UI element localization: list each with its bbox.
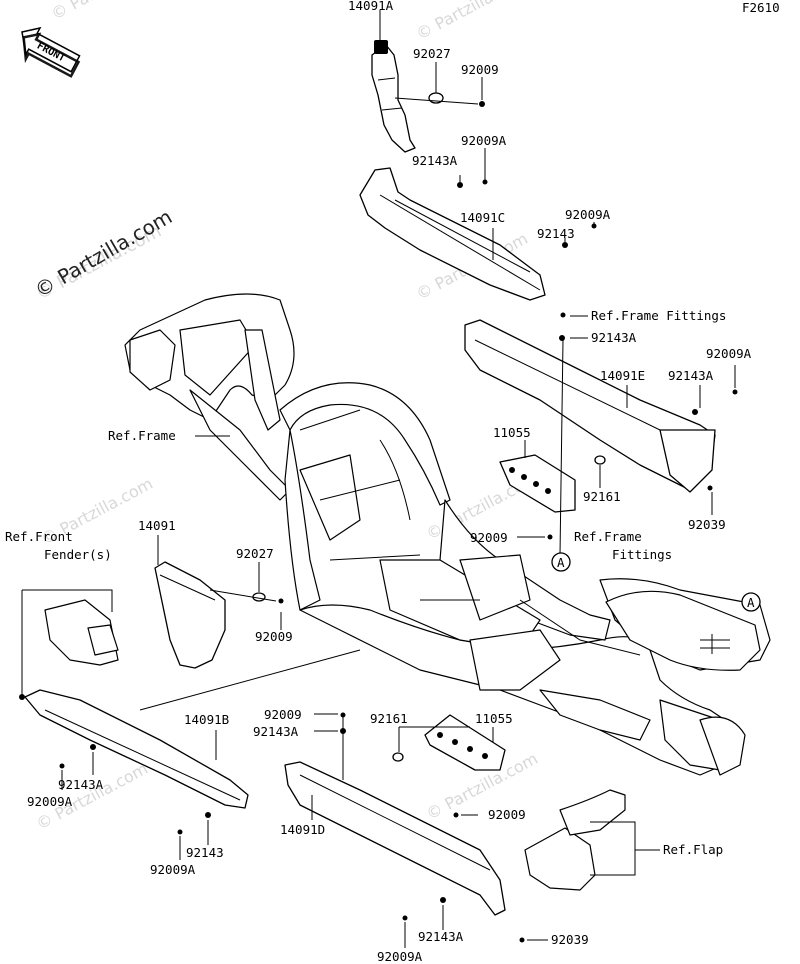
label-92143A-3: 92143A bbox=[668, 368, 714, 383]
ref-front-fender bbox=[21, 589, 119, 695]
bolt-ref-frame bbox=[560, 312, 566, 318]
label-92027-top: 92027 bbox=[413, 46, 451, 61]
label-ref-frame-fittings-1: Ref.Frame Fittings bbox=[591, 308, 726, 323]
label-92009A-4: 92009A bbox=[27, 794, 73, 809]
bolt-92009A-b bbox=[59, 763, 65, 769]
watermark: © Partzilla.com bbox=[413, 0, 531, 44]
part-14091B-cover bbox=[24, 689, 249, 809]
bolt-92009-11055 bbox=[547, 534, 553, 540]
bolt-92039-d bbox=[519, 937, 525, 943]
label-92161-1: 92161 bbox=[583, 489, 621, 504]
label-92027-mid: 92027 bbox=[236, 546, 274, 561]
nut-92143A-e2 bbox=[692, 409, 698, 415]
marker-a-circle bbox=[551, 552, 571, 572]
nut-92143A-c bbox=[457, 182, 463, 188]
frame-outline bbox=[124, 293, 771, 776]
bolt-92039-e bbox=[707, 485, 713, 491]
ref-flap bbox=[524, 789, 660, 891]
label-14091D: 14091D bbox=[280, 822, 325, 837]
label-92009-5: 92009 bbox=[488, 807, 526, 822]
label-92143A-4: 92143A bbox=[253, 724, 299, 739]
part-14091E-cover bbox=[464, 319, 716, 493]
bolt-92009A-b2 bbox=[177, 829, 183, 835]
label-ref-flap: Ref.Flap bbox=[663, 842, 723, 857]
leader-lines bbox=[61, 10, 736, 948]
part-11055-bracket-upper bbox=[499, 454, 576, 513]
label-92143A-5: 92143A bbox=[58, 777, 104, 792]
label-92009A-1: 92009A bbox=[461, 133, 507, 148]
marker-a-text: A bbox=[557, 555, 565, 570]
label-92143A-1: 92143A bbox=[412, 153, 458, 168]
nut-92143A-b bbox=[90, 744, 96, 750]
label-14091: 14091 bbox=[138, 518, 176, 533]
label-92009A-5: 92009A bbox=[150, 862, 196, 877]
bolt-92009A-c bbox=[482, 179, 488, 185]
label-ref-front-fender-b: Fender(s) bbox=[44, 547, 112, 562]
nut-92143-c bbox=[562, 242, 568, 248]
label-92009A-6: 92009A bbox=[377, 949, 423, 964]
label-ref-frame: Ref.Frame bbox=[108, 428, 176, 443]
label-14091E: 14091E bbox=[600, 368, 645, 383]
marker-a-circle-2 bbox=[741, 592, 761, 612]
grommet-92161-b bbox=[392, 752, 404, 762]
label-92143A-2: 92143A bbox=[591, 330, 637, 345]
label-14091B: 14091B bbox=[184, 712, 229, 727]
part-14091C-cover bbox=[359, 167, 546, 301]
label-92039-1: 92039 bbox=[688, 517, 726, 532]
part-11055-bracket-lower bbox=[424, 714, 506, 771]
label-11055-1: 11055 bbox=[493, 425, 531, 440]
label-ref-front-fender-a: Ref.Front bbox=[5, 529, 73, 544]
nut-92143A-d2 bbox=[440, 897, 446, 903]
ref-frame-fittings-detail bbox=[605, 590, 761, 671]
part-14091A-cover bbox=[371, 40, 416, 153]
bolt-92009A-d bbox=[402, 915, 408, 921]
label-92039-2: 92039 bbox=[551, 932, 589, 947]
bolt-92009A-e bbox=[732, 389, 738, 395]
label-92143-1: 92143 bbox=[537, 226, 575, 241]
label-92143-2: 92143 bbox=[186, 845, 224, 860]
copyright-watermark: © Partzilla.com bbox=[31, 204, 177, 302]
bolt-92009-mid bbox=[278, 598, 284, 604]
watermark: © Partzilla.com bbox=[48, 0, 166, 24]
grommet-92161-a bbox=[594, 455, 606, 465]
nut-92143A-e bbox=[559, 335, 565, 341]
part-labels: 14091A 92027 92009 92009A 92143A 14091C … bbox=[5, 0, 752, 964]
front-arrow-icon: FRONT bbox=[21, 26, 81, 78]
label-92143A-6: 92143A bbox=[418, 929, 464, 944]
label-92009A-3: 92009A bbox=[706, 346, 752, 361]
figure-code: F2610 bbox=[742, 0, 780, 15]
label-92009-4: 92009 bbox=[264, 707, 302, 722]
bolt-92009-top bbox=[479, 101, 485, 107]
part-14091-cover bbox=[154, 561, 226, 669]
label-92009-mid: 92009 bbox=[255, 629, 293, 644]
label-11055-2: 11055 bbox=[475, 711, 513, 726]
label-92009-top: 92009 bbox=[461, 62, 499, 77]
label-14091A: 14091A bbox=[348, 0, 394, 13]
label-14091C: 14091C bbox=[460, 210, 505, 225]
label-ref-frame-fittings-2b: Fittings bbox=[612, 547, 672, 562]
label-92009A-2: 92009A bbox=[565, 207, 611, 222]
label-92009-2: 92009 bbox=[470, 530, 508, 545]
label-92161-2: 92161 bbox=[370, 711, 408, 726]
label-ref-frame-fittings-2a: Ref.Frame bbox=[574, 529, 642, 544]
nut-92143-b bbox=[205, 812, 211, 818]
bolt-left-end bbox=[19, 694, 25, 700]
part-14091D-cover bbox=[284, 761, 506, 916]
marker-a-text-2: A bbox=[747, 595, 755, 610]
bolt-92009-lower bbox=[453, 812, 459, 818]
